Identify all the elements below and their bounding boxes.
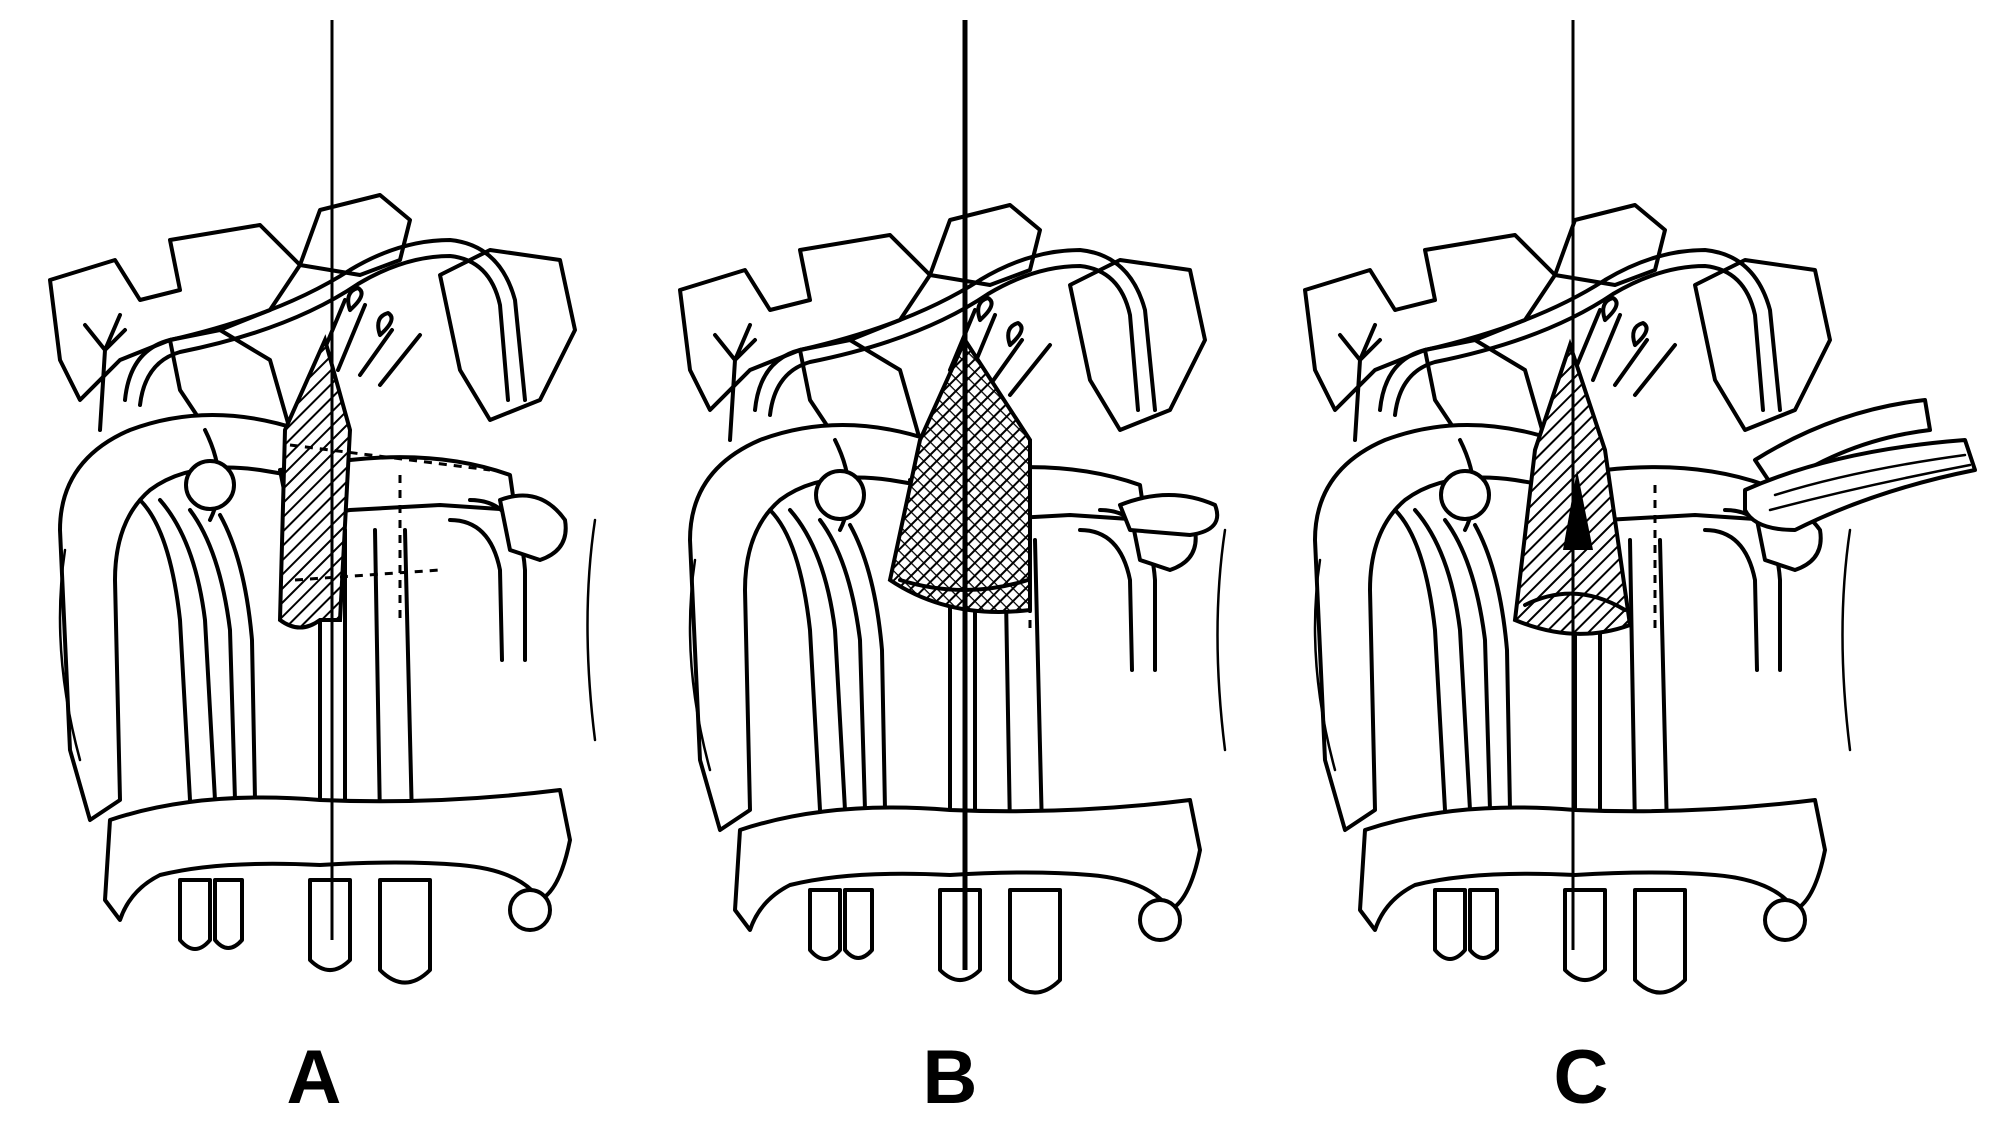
panel-b-drawing	[678, 20, 1227, 995]
panel-b-hatched-region	[887, 335, 1032, 614]
panel-label-b: B	[922, 1035, 978, 1120]
panel-a-drawing	[48, 20, 597, 985]
panel-a-hatched-region	[277, 334, 353, 630]
panel-c-drawing	[1303, 20, 1977, 995]
panel-label-a: A	[286, 1035, 342, 1120]
panel-label-c: C	[1553, 1035, 1609, 1120]
